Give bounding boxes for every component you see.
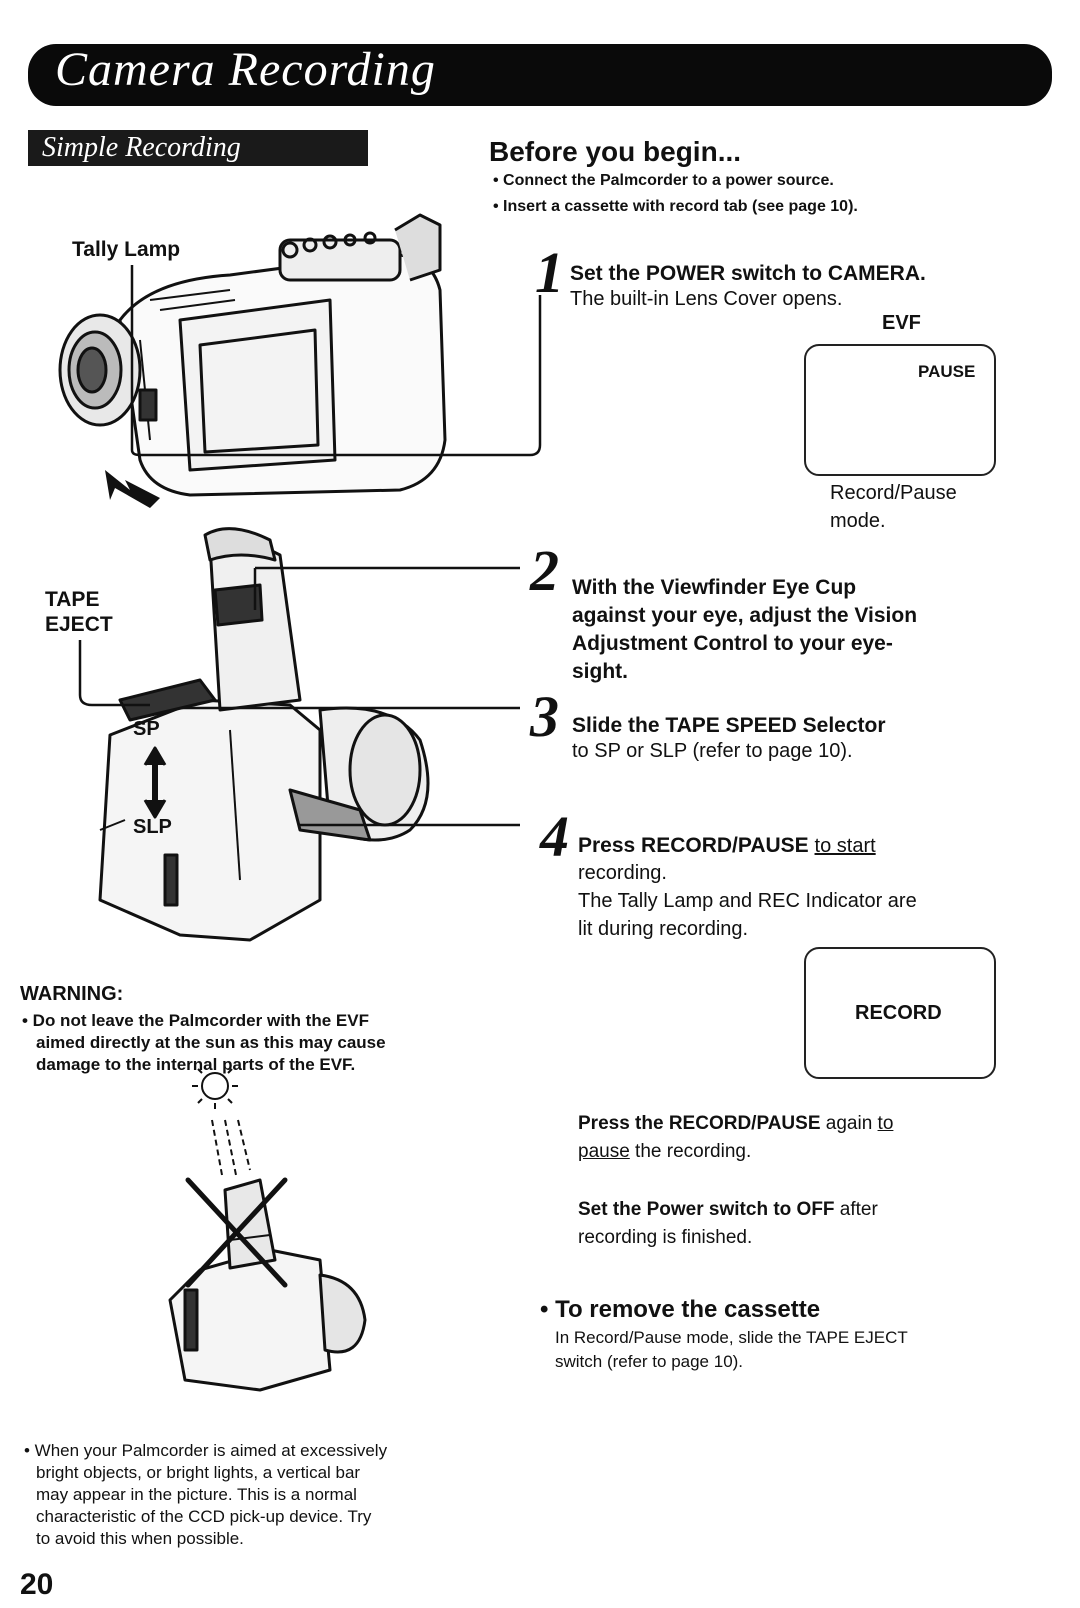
title-bar <box>28 44 1052 106</box>
step-3-title: Slide the TAPE SPEED Selector <box>572 714 886 737</box>
bright-note-line-3: may appear in the picture. This is a nor… <box>36 1485 357 1504</box>
tally-lamp-label: Tally Lamp <box>72 238 181 261</box>
step-4-body-2: The Tally Lamp and REC Indicator are <box>578 890 917 912</box>
page-number: 20 <box>20 1568 54 1601</box>
record-screen-text: RECORD <box>855 1002 942 1024</box>
pause-note-line-1: Press the RECORD/PAUSE again to <box>578 1110 893 1137</box>
before-bullet-2: • Insert a cassette with record tab (see… <box>493 198 858 215</box>
bright-note-line-1: • When your Palmcorder is aimed at exces… <box>24 1441 388 1460</box>
bright-note-line-5: to avoid this when possible. <box>36 1529 244 1548</box>
eject-label: EJECT <box>45 613 113 636</box>
slp-label: SLP <box>133 816 172 838</box>
bright-note: • When your Palmcorder is aimed at exces… <box>24 1440 524 1550</box>
step-2-number: 2 <box>530 538 559 603</box>
section-label: Simple Recording <box>28 130 368 166</box>
remove-line-1: In Record/Pause mode, slide the TAPE EJE… <box>555 1328 908 1347</box>
camcorder-back-illustration <box>98 527 430 942</box>
camcorder-sun-warning-illustration <box>168 1178 367 1392</box>
off-note-tail: after <box>834 1199 878 1220</box>
sun-icon <box>192 1063 251 1176</box>
pause-note-underline-b: pause <box>578 1141 630 1162</box>
before-heading: Before you begin... <box>489 136 742 167</box>
before-bullet-1: • Connect the Palmcorder to a power sour… <box>493 172 834 189</box>
step-4-number: 4 <box>540 804 569 869</box>
remove-body: In Record/Pause mode, slide the TAPE EJE… <box>555 1326 1035 1374</box>
step-4-title-line: Press RECORD/PAUSE to start <box>578 834 876 858</box>
step-2-line-2: against your eye, adjust the Vision <box>572 604 918 627</box>
step-3-number: 3 <box>530 684 559 749</box>
step-3-body: to SP or SLP (refer to page 10). <box>572 740 853 762</box>
step-1-body: The built-in Lens Cover opens. <box>570 288 843 310</box>
warning-heading: WARNING: <box>20 983 124 1005</box>
step-4-underline: to start <box>814 835 876 857</box>
evf-pause-text: PAUSE <box>918 362 976 381</box>
warning-line-2: aimed directly at the sun as this may ca… <box>36 1033 386 1052</box>
step-1-title: Set the POWER switch to CAMERA. <box>570 262 926 285</box>
warning-line-1: • Do not leave the Palmcorder with the E… <box>22 1011 369 1030</box>
page-title: Camera Recording <box>55 43 436 96</box>
remove-line-2: switch (refer to page 10). <box>555 1352 744 1371</box>
step-2-line-3: Adjustment Control to your eye- <box>572 632 893 655</box>
off-note-line-1: Set the Power switch to OFF after <box>578 1196 878 1223</box>
tape-label: TAPE <box>45 588 100 611</box>
evf-label: EVF <box>882 312 921 334</box>
arrow-icon <box>105 470 160 508</box>
remove-heading: • To remove the cassette <box>540 1296 821 1323</box>
bright-note-line-2: bright objects, or bright lights, a vert… <box>36 1463 361 1482</box>
warning-line-3: damage to the internal parts of the EVF. <box>36 1055 356 1074</box>
bright-note-line-4: characteristic of the CCD pick-up device… <box>36 1507 372 1526</box>
warning-body: • Do not leave the Palmcorder with the E… <box>22 1010 536 1076</box>
off-note-bold: Set the Power switch to OFF <box>578 1199 835 1220</box>
step-1-number: 1 <box>535 240 564 305</box>
camcorder-side-illustration <box>58 213 447 497</box>
evf-caption-line-1: Record/Pause <box>830 482 957 504</box>
pause-note-bold: Press the RECORD/PAUSE <box>578 1113 821 1134</box>
step-2-line-4: sight. <box>572 660 628 683</box>
pause-note-line-2: pause the recording. <box>578 1138 751 1165</box>
off-note-line-2: recording is finished. <box>578 1227 753 1248</box>
step-4-title: Press RECORD/PAUSE <box>578 834 809 857</box>
pause-note-plain: again <box>820 1113 878 1134</box>
evf-caption-line-2: mode. <box>830 510 886 532</box>
sp-label: SP <box>133 718 160 740</box>
pause-note-underline-a: to <box>877 1113 894 1134</box>
step-4-body-1: recording. <box>578 862 667 884</box>
prohibited-x-icon <box>185 1177 288 1288</box>
step-4-body-3: lit during recording. <box>578 918 749 940</box>
pause-note-tail: the recording. <box>629 1141 752 1162</box>
step-2-line-1: With the Viewfinder Eye Cup <box>572 576 857 599</box>
